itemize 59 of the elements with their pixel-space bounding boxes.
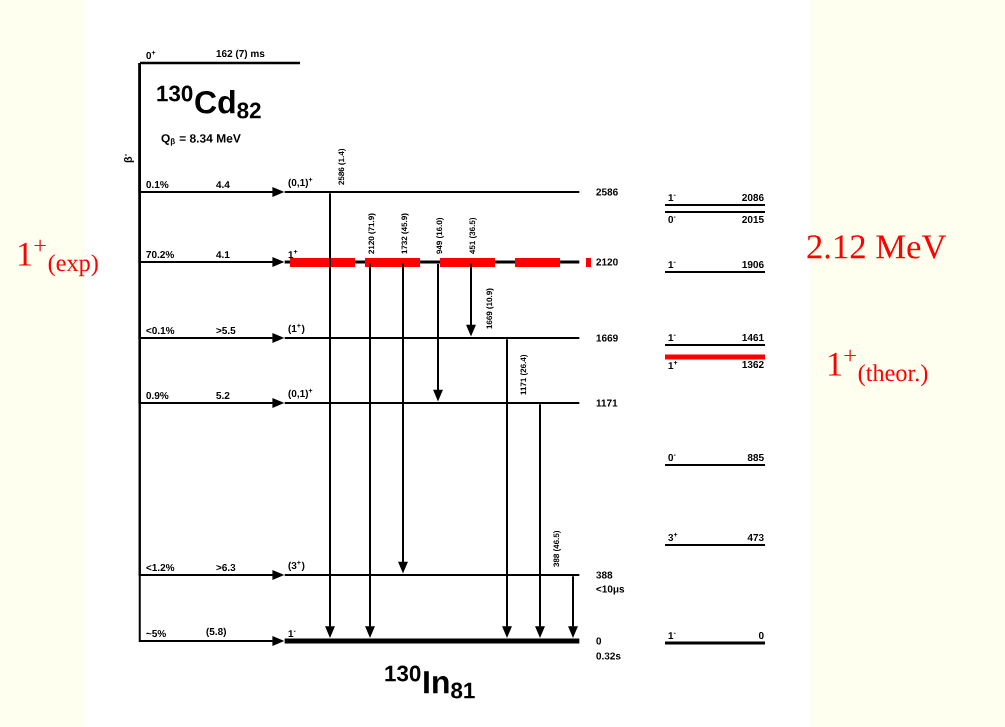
log-ft-label: (5.8) [206,627,226,638]
energy-label: 1669 [596,334,618,342]
half-life-label: 162 (7) ms [216,49,265,60]
annotation-text: 2.12 MeV [807,235,947,259]
spin-label: 1$^{+}$ [288,249,298,259]
gamma-label: 1669 (10.9) [485,287,495,330]
q-value-label: Q$_{β}$ = 8.34 MeV [161,134,241,146]
branching-label: <1.2% [145,563,176,572]
spin-label: 1$^{+}$ [668,360,678,370]
energy-label: 0 [596,637,602,645]
energy-label: 0 [758,632,764,640]
branching-label: ~5% [145,629,167,638]
energy-label: 885 [747,454,764,462]
half-life-label: 0.32s [596,652,621,660]
energy-label: 1171 [596,399,618,407]
energy-label: 2586 [596,188,618,196]
energy-label: 2120 [596,258,618,266]
spin-label: 1$^{-}$ [668,261,676,269]
log-ft-label: >6.3 [216,563,236,572]
branching-label: 70.2% [145,250,175,259]
spin-label: 0$^{-}$ [668,454,676,462]
spin-label: (3$^{+}$) [288,560,305,572]
nuclide-label: $^{130}$Cd$_{82}$ [157,85,261,119]
spin-label: 1$^{-}$ [668,194,676,202]
spin-label: 1$^{-}$ [288,630,296,638]
gamma-label: 2120 (71.9) [367,212,377,255]
nuclide-label: $^{130}$In$_{81}$ [385,665,475,699]
spin-label: 0$^{-}$ [668,215,676,223]
spin-label: (1$^{+}$) [288,323,305,335]
log-ft-label: 4.1 [216,251,230,259]
branching-label: 0.1% [145,180,170,189]
energy-label: 1461 [742,334,764,342]
half-life-label: <10μs [596,585,625,595]
gamma-label: 388 (46.5) [552,529,562,568]
gamma-label: 1171 (26.4) [519,353,529,396]
gamma-label: 949 (16.0) [435,216,445,255]
spin-label: 1$^{-}$ [668,334,676,342]
gamma-label: 2586 (1.4) [337,147,347,186]
spin-label: 1$^{-}$ [668,632,676,640]
spin-label: 0$^{+}$ [146,50,156,60]
energy-label: 1906 [742,261,764,269]
log-ft-label: 5.2 [216,392,230,400]
energy-label: 1362 [742,360,764,368]
gamma-label: 1732 (45.9) [400,212,410,255]
energy-label: 2086 [742,194,764,202]
energy-label: 388 [596,571,613,579]
spin-label: (0,1)$^{+}$ [288,177,313,189]
decay-label: β$^{-}$ [124,154,134,163]
energy-label: 473 [747,533,764,542]
annotation-text: 1$^{+}$(exp) [19,239,98,277]
branching-label: <0.1% [145,326,176,335]
gamma-label: 451 (36.5) [468,216,478,255]
spin-label: (0,1)$^{+}$ [288,388,313,400]
annotation-text: 1$^{+}$(theor.) [829,349,928,387]
branching-label: 0.9% [145,391,170,400]
log-ft-label: >5.5 [216,327,236,335]
log-ft-label: 4.4 [216,181,230,189]
energy-label: 2015 [742,215,764,223]
spin-label: 3$^{+}$ [668,532,678,542]
